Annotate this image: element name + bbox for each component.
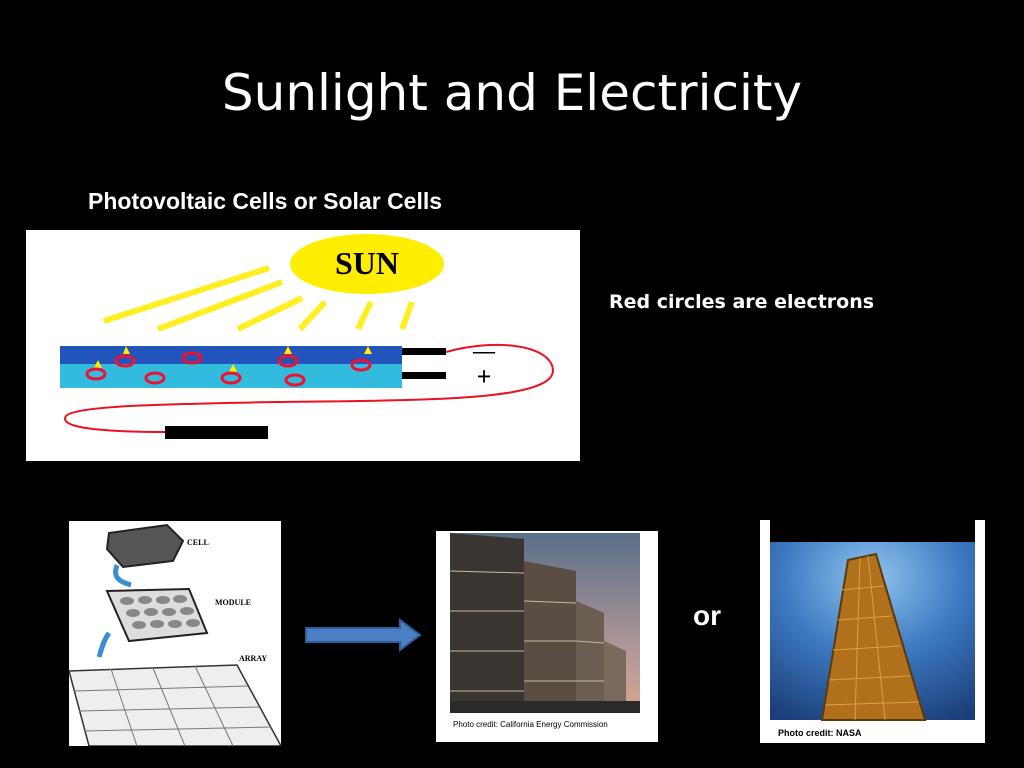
or-label: or (693, 600, 721, 631)
solar-building-photo: Photo credit: California Energy Commissi… (436, 531, 658, 742)
hierarchy-illustration: CELL MODULE ARRAY (69, 523, 281, 746)
circuit-wire (64, 343, 555, 433)
satellite-grid (824, 555, 920, 721)
satellite-photo-image (770, 520, 975, 721)
load-resistor (165, 426, 268, 439)
slide-subtitle: Photovoltaic Cells or Solar Cells (88, 188, 443, 214)
solar-cell-diagram: SUN — + (26, 230, 580, 461)
plus-sign: + (477, 362, 492, 391)
solar-cell-illustration: SUN — + (60, 234, 555, 439)
sun-rays (103, 265, 415, 332)
array-grid (73, 665, 272, 746)
building-photo-image (449, 533, 640, 713)
positive-terminal (402, 372, 446, 379)
cell-top-layer (60, 346, 402, 364)
array-icon (69, 664, 281, 746)
cell-label: CELL (187, 538, 209, 547)
array-label: ARRAY (239, 654, 267, 663)
arrow-to-array-icon (96, 631, 112, 658)
minus-sign: — (472, 338, 496, 363)
negative-terminal (402, 348, 446, 355)
right-arrow-icon (305, 618, 422, 652)
cell-module-array-diagram: CELL MODULE ARRAY (69, 521, 281, 746)
sun-icon (290, 234, 444, 294)
building-photo-credit: Photo credit: California Energy Commissi… (453, 720, 608, 729)
electron-note: Red circles are electrons (609, 291, 875, 313)
module-icon (105, 587, 209, 643)
module-label: MODULE (215, 598, 251, 607)
solar-array-panel (820, 552, 927, 721)
satellite-photo-credit: Photo credit: NASA (778, 728, 862, 738)
cell-icon (105, 523, 185, 569)
arrow-to-module-icon (113, 564, 132, 588)
holes (94, 346, 372, 372)
slide-title: Sunlight and Electricity (221, 64, 803, 122)
solar-satellite-photo: Photo credit: NASA (760, 520, 985, 743)
building-panel-lines (449, 570, 605, 692)
electrons (85, 351, 372, 387)
module-cells (120, 595, 200, 629)
sun-label: SUN (335, 245, 399, 281)
